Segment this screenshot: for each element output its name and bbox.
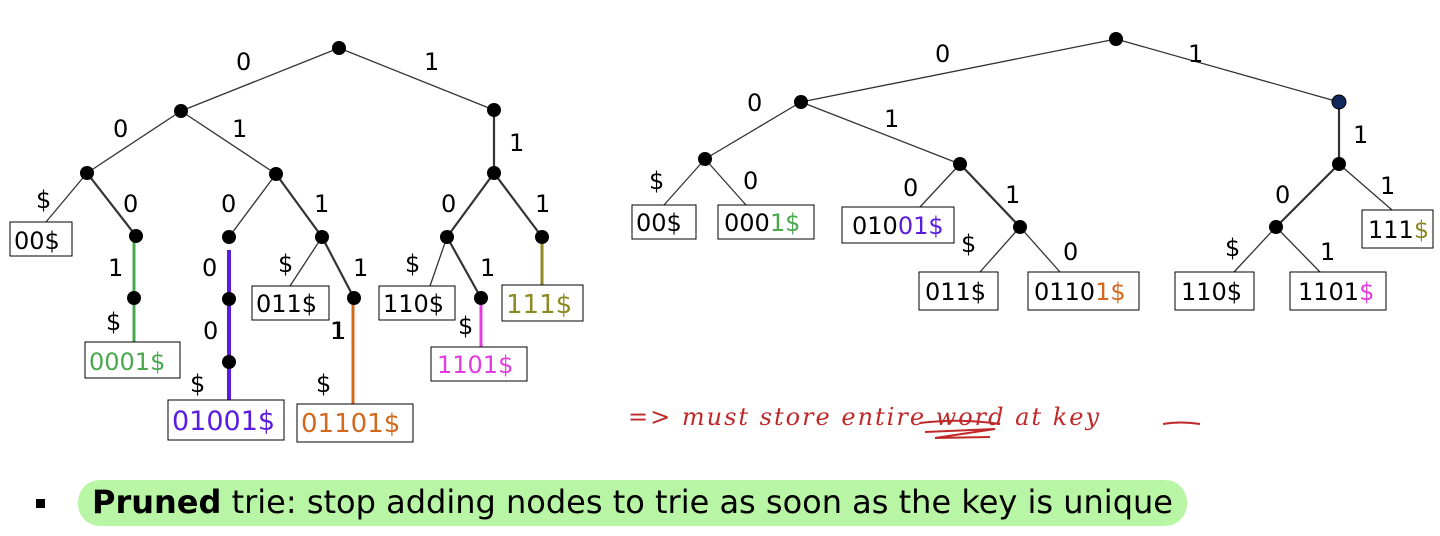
trie-node [269,167,283,181]
bullet-text: Pruned trie: stop adding nodes to trie a… [78,480,1187,526]
edge-label: 1 [330,317,345,345]
trie-node [332,41,346,55]
edge-label: 1 [535,190,550,218]
edge-label: $ [316,370,331,398]
left-trie-edge-labels: 0 1 0 1 1 $ 0 0 1 0 1 1 0 1 0 1 $ $ 1 $ … [36,48,550,398]
edge-label: 0 [113,115,128,143]
edge-label: 0 [743,167,758,195]
leaf-key: 1101$ [1298,278,1374,306]
right-trie-nodes [698,32,1347,234]
trie-node [474,291,488,305]
edge-label: $ [458,312,473,340]
leaf-key: 111$ [1368,216,1429,244]
edge-label: 0 [747,89,762,117]
edge-label: 1 [424,48,439,76]
right-trie-edge-labels: 0 1 0 1 1 $ 0 0 1 0 1 $ 0 $ 1 [649,40,1395,266]
bullet-bold: Pruned [92,483,222,521]
trie-node [1332,157,1346,171]
left-trie-edges [45,47,543,299]
trie-node [315,230,329,244]
leaf-key: 110$ [383,290,444,318]
left-trie-nodes [80,41,549,369]
edge-label: 0 [221,190,236,218]
leaf-key: 01101$ [1034,278,1126,306]
edge-label: 1 [480,254,495,282]
trie-node [80,166,94,180]
trie-node [487,103,501,117]
leaf-key: 01001$ [172,406,275,437]
leaf-key: 110$ [1181,278,1242,306]
edge-label: 0 [203,317,218,345]
edge-label: 0 [935,40,950,68]
trie-node [174,104,188,118]
edge-label: 1 [331,317,346,345]
annotation-text: => must store entire word at key [628,403,1101,431]
leaf-key: 111$ [506,290,572,320]
right-trie-edges [663,38,1393,273]
trie-node [535,230,549,244]
trie-node [698,152,712,166]
edge-label: $ [106,308,121,336]
trie-node [129,229,143,243]
edge-label: 1 [353,254,368,282]
trie-node [487,166,501,180]
edge-label: $ [190,370,205,398]
left-trie-leaves: 00$ 0001$ 01001$ 011$ 01101$ 110$ 1101$ … [9,221,584,443]
edge-label: 1 [509,129,524,157]
leaf-key: 00$ [14,227,60,255]
handwritten-annotation: => must store entire word at key [628,403,1201,439]
trie-node [127,291,141,305]
leaf-key: 0001$ [89,348,165,376]
edge-label: 1 [1005,181,1020,209]
leaf-key: 011$ [256,290,317,318]
leaf-key: 0001$ [724,209,800,237]
edge-label: 0 [1063,238,1078,266]
edge-label: 1 [884,105,899,133]
edge-label: 0 [236,48,251,76]
trie-node [1269,220,1283,234]
leaf-key: 01101$ [301,409,400,439]
bullet-rest: trie: stop adding nodes to trie as soon … [221,483,1173,521]
edge-label: $ [36,186,51,214]
edge-label: 0 [903,174,918,202]
edge-label: 0 [123,190,138,218]
edge-label: 0 [1275,181,1290,209]
bullet-square-icon [36,498,45,508]
trie-node [1331,94,1347,110]
edge-label: $ [649,167,664,195]
edge-label: 0 [202,254,217,282]
edge-label: $ [961,230,976,258]
trie-node [222,292,236,306]
edge-label: 1 [1380,172,1395,200]
edge-label: $ [405,250,420,278]
leaf-key: 011$ [925,278,986,306]
edge-label: 1 [1353,121,1368,149]
leaf-key: 00$ [636,209,682,237]
trie-node [1013,220,1027,234]
right-trie-leaves: 00$ 0001$ 01001$ 011$ 01101$ 110$ 1101$ … [631,204,1434,311]
trie-node [440,230,454,244]
edge-label: 1 [314,190,329,218]
edge-label: 0 [441,190,456,218]
trie-node [1109,32,1123,46]
edge-label: $ [1225,234,1240,262]
left-trie-colored-paths [132,236,544,404]
leaf-key: 01001$ [852,212,944,240]
trie-node [222,355,236,369]
trie-node [222,230,236,244]
edge-label: 1 [1320,238,1335,266]
trie-node [347,291,361,305]
edge-label: 1 [1188,40,1203,68]
edge-label: 1 [108,254,123,282]
trie-node [794,95,808,109]
trie-node [953,157,967,171]
edge-label: $ [278,250,293,278]
edge-label: 1 [232,115,247,143]
bullet-point: Pruned trie: stop adding nodes to trie a… [36,480,1187,526]
leaf-key: 1101$ [437,351,513,379]
